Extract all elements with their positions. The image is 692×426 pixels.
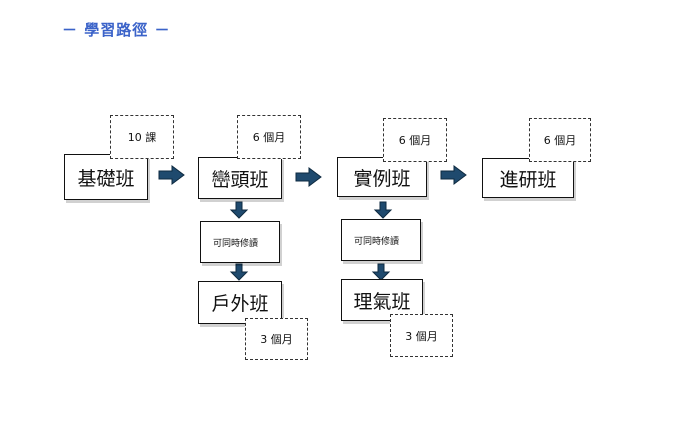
arrow-right-1	[158, 165, 185, 185]
concurrent-label: 可同時修讀	[354, 236, 400, 247]
course-label: 進研班	[499, 168, 557, 191]
arrow-down-2	[229, 263, 249, 281]
course-box-advanced: 進研班	[482, 158, 574, 198]
arrow-down-1	[229, 201, 249, 219]
concurrent-label: 可同時修讀	[213, 238, 259, 249]
course-box-basic: 基礎班	[64, 154, 148, 200]
duration-note: 3 個月	[245, 318, 308, 360]
course-box-outdoor: 戶外班	[198, 281, 282, 324]
course-box-liqi: 理氣班	[341, 279, 423, 321]
duration-note: 6 個月	[383, 118, 447, 162]
duration-note: 6 個月	[529, 118, 591, 162]
course-box-examples: 實例班	[337, 157, 427, 197]
arrow-right-3	[440, 165, 467, 185]
course-label: 戶外班	[211, 293, 269, 315]
concurrent-note-box: 可同時修讀	[341, 219, 421, 261]
concurrent-note-box: 可同時修讀	[200, 221, 280, 263]
duration-note: 3 個月	[390, 314, 453, 357]
course-label: 基礎班	[77, 167, 135, 190]
course-box-luantou: 巒頭班	[198, 157, 282, 199]
arrow-down-4	[371, 263, 391, 281]
course-label: 巒頭班	[211, 168, 269, 191]
duration-note: 10 課	[110, 115, 174, 159]
page-title: － 學習路徑 －	[62, 21, 171, 39]
course-label: 實例班	[353, 167, 411, 190]
course-label: 理氣班	[353, 290, 411, 313]
arrow-down-3	[373, 201, 393, 219]
duration-note: 6 個月	[237, 115, 301, 159]
arrow-right-2	[295, 167, 322, 187]
